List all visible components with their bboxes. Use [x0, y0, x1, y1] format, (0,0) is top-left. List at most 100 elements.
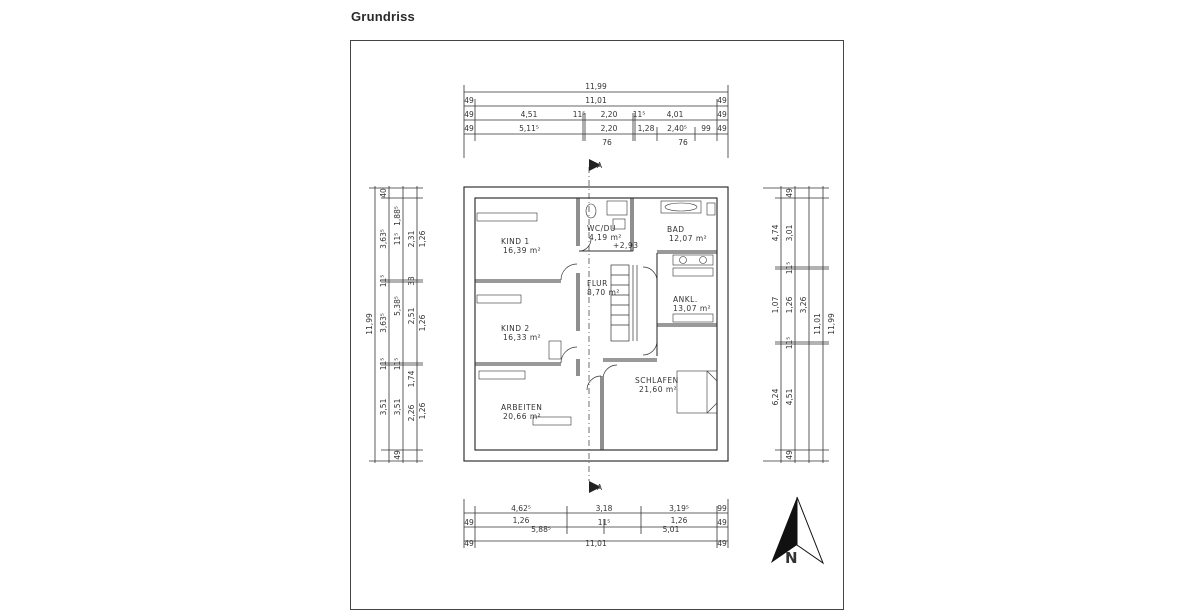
dim-top-side-right-4: 49 — [717, 124, 727, 133]
dim-right-overall: 11,99 — [827, 313, 836, 335]
room-area-arbeiten: 20,66 m² — [503, 412, 541, 421]
dim-left-side-bottom: 49 — [393, 450, 402, 460]
room-name-kind1: KIND 1 — [501, 237, 530, 246]
dim-left-a-1: 11⁵ — [379, 275, 388, 288]
room-name-arbeiten: ARBEITEN — [501, 403, 542, 412]
room-area-kind1: 16,39 m² — [503, 246, 541, 255]
dim-right-a-0: 4,74 — [771, 224, 780, 241]
room-name-ankl: ANKL. — [673, 295, 698, 304]
dim-right-b-2: 1,26 — [785, 296, 794, 313]
dim-top-inner: 11,01 — [585, 96, 607, 105]
dimension-lines-left — [369, 186, 423, 463]
dim-left-a-3: 11⁵ — [379, 358, 388, 371]
dim-bottom-side-right: 49 — [717, 518, 727, 527]
dim-top-row4-2: 1,28 — [638, 124, 655, 133]
room-name-flur: FLUR — [587, 279, 608, 288]
room-area-ankl: 13,07 m² — [673, 304, 711, 313]
room-name-schlafen: SCHLAFEN — [635, 376, 679, 385]
room-area-schlafen: 21,60 m² — [639, 385, 677, 394]
dim-left-d-1: 1,26 — [418, 314, 427, 331]
room-area-flur: 8,70 m² — [587, 288, 620, 297]
dim-bottom-overall: 11,01 — [585, 539, 607, 548]
room-name-bad: BAD — [667, 225, 685, 234]
north-arrow-icon — [771, 496, 825, 565]
interior-walls — [475, 198, 717, 450]
dim-left-c-2: 2,51 — [407, 307, 416, 324]
floor-plan-drawing: A A N 11,99 11,01 49 49 4,51 11⁵ 2,20 11… — [365, 82, 836, 567]
dim-bottom-row2-2: 5,01 — [663, 525, 680, 534]
dim-right-b-3: 11⁵ — [785, 337, 794, 350]
dim-top-row3-0: 4,51 — [521, 110, 538, 119]
dim-left-d-2: 1,26 — [418, 402, 427, 419]
dim-right-c-0: 3,26 — [799, 296, 808, 313]
dim-top-side-right-3: 49 — [717, 110, 727, 119]
dim-left-c-4: 2,26 — [407, 404, 416, 421]
dim-top-row4-1: 2,20 — [601, 124, 618, 133]
dim-left-c-0: 2,31 — [407, 230, 416, 247]
section-label-bottom: A — [597, 483, 603, 492]
room-name-wcdu: WC/DU — [587, 224, 616, 233]
dim-bottom-side-right-2: 49 — [717, 539, 727, 548]
room-area-bad: 12,07 m² — [669, 234, 707, 243]
dim-right-a-1: 1,07 — [771, 296, 780, 313]
dim-top-row4-0: 5,11⁵ — [519, 124, 539, 133]
dim-top-side-right: 49 — [717, 96, 727, 105]
section-label-top: A — [597, 161, 603, 170]
staircase — [610, 264, 638, 342]
section-marker-top — [589, 159, 601, 171]
dim-left-c-1: 33 — [407, 276, 416, 286]
dim-top-row3-3: 11⁵ — [633, 110, 646, 119]
dimension-lines-right — [763, 186, 829, 463]
dim-bottom-row1-2: 3,19⁵ — [669, 504, 689, 513]
dim-right-b-4: 4,51 — [785, 388, 794, 405]
dim-bottom-row1-3: 99 — [717, 504, 727, 513]
dim-right-inner: 11,01 — [813, 313, 822, 335]
dim-left-a-4: 3,51 — [379, 398, 388, 415]
dim-left-a-0: 3,63⁵ — [379, 229, 388, 249]
dim-right-b-0: 3,01 — [785, 224, 794, 241]
dim-left-d-0: 1,26 — [418, 230, 427, 247]
dimension-lines-bottom — [463, 499, 729, 548]
dim-left-b-2: 5,38⁵ — [393, 296, 402, 316]
dim-right-side-bottom: 49 — [785, 450, 794, 460]
level-mark: +2,93 — [613, 241, 638, 250]
dim-left-overall: 11,99 — [365, 313, 374, 335]
dim-left-side-top: 40 — [379, 188, 388, 198]
dim-top-row4-sub-0: 76 — [602, 138, 612, 147]
dim-top-row3-2: 2,20 — [601, 110, 618, 119]
dim-left-b-4: 3,51 — [393, 398, 402, 415]
dim-right-a-2: 6,24 — [771, 388, 780, 405]
dim-top-row3-4: 4,01 — [667, 110, 684, 119]
dim-top-row3-1: 11⁵ — [573, 110, 586, 119]
dim-bottom-row2-1: 11⁵ — [598, 518, 611, 527]
dim-left-b-1: 11⁵ — [393, 233, 402, 246]
furniture — [476, 200, 718, 426]
dimension-lines-top — [463, 85, 729, 158]
dim-top-row4-sub-1: 76 — [678, 138, 688, 147]
dim-top-side-left-4: 49 — [464, 124, 474, 133]
dim-top-side-left: 49 — [464, 96, 474, 105]
floor-plan-sheet: A A N 11,99 11,01 49 49 4,51 11⁵ 2,20 11… — [350, 40, 844, 610]
dim-top-side-left-3: 49 — [464, 110, 474, 119]
dim-bottom-row2-0: 5,88⁵ — [531, 525, 551, 534]
room-area-wcdu: 4,19 m² — [589, 233, 622, 242]
dim-bottom-side-left-2: 49 — [464, 539, 474, 548]
dim-left-b-0: 1,88⁵ — [393, 206, 402, 226]
door-swings — [560, 238, 658, 391]
dim-bottom-row1-sub-1: 1,26 — [671, 516, 688, 525]
dim-bottom-row1-1: 3,18 — [596, 504, 613, 513]
section-marker-bottom — [589, 481, 601, 493]
room-area-kind2: 16,33 m² — [503, 333, 541, 342]
dim-right-b-1: 11⁵ — [785, 262, 794, 275]
room-name-kind2: KIND 2 — [501, 324, 530, 333]
dim-left-c-3: 1,74 — [407, 370, 416, 387]
dim-top-row4-4: 99 — [701, 124, 711, 133]
dim-bottom-row1-sub-0: 1,26 — [513, 516, 530, 525]
dim-bottom-row1-0: 4,62⁵ — [511, 504, 531, 513]
page-title: Grundriss — [351, 9, 415, 24]
dim-bottom-side-left: 49 — [464, 518, 474, 527]
dim-right-side-top: 49 — [785, 188, 794, 198]
dim-left-b-3: 11⁵ — [393, 358, 402, 371]
north-label: N — [785, 549, 798, 567]
dim-top-row4-3: 2,40⁵ — [667, 124, 687, 133]
